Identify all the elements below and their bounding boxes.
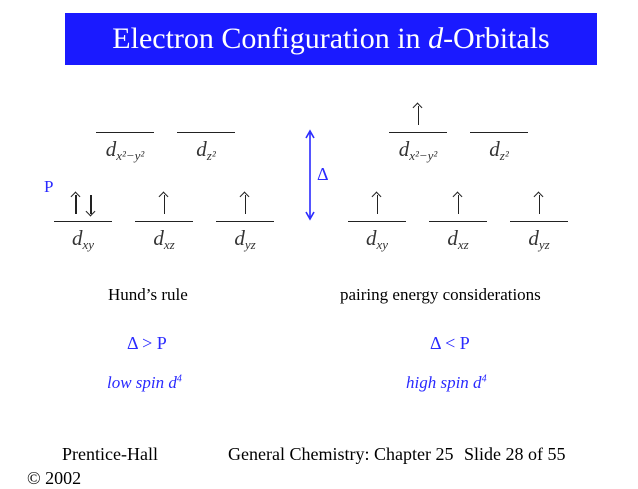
orbital-line xyxy=(54,221,112,222)
orbital-line xyxy=(348,221,406,222)
orbital-label: dx²−y² xyxy=(105,137,145,163)
left-orbital-dx2y2: dx²−y² xyxy=(96,132,154,172)
left-orbital-dxy: dxy xyxy=(54,195,112,261)
orbital-label: dyz xyxy=(528,226,550,252)
spin-down-arrow-icon xyxy=(86,193,95,215)
delta-label: Δ xyxy=(317,164,329,184)
right-orbital-dyz: dyz xyxy=(510,195,568,261)
left-orbital-dxz: dxz xyxy=(135,195,193,261)
right-orbital-dxy: dxy xyxy=(348,195,406,261)
electron xyxy=(389,104,447,126)
right-spin-label: high spin d4 xyxy=(406,373,487,392)
spin-up-arrow-icon xyxy=(241,193,250,215)
orbital-line xyxy=(429,221,487,222)
pairing-energy-label: P xyxy=(44,177,54,196)
orbital-line xyxy=(216,221,274,222)
left-relation: Δ > P xyxy=(127,333,167,353)
left-orbital-dyz: dyz xyxy=(216,195,274,261)
slide-title: Electron Configuration in d-Orbitals xyxy=(112,22,550,55)
orbital-label: dxz xyxy=(153,226,175,252)
orbital-line xyxy=(470,132,528,133)
left-spin-label: low spin d4 xyxy=(107,373,182,392)
orbital-line xyxy=(510,221,568,222)
right-caption: pairing energy considerations xyxy=(340,285,541,304)
electron xyxy=(216,193,274,215)
orbital-line xyxy=(177,132,235,133)
spin-up-arrow-icon xyxy=(373,193,382,215)
right-relation: Δ < P xyxy=(430,333,470,353)
spin-up-arrow-icon xyxy=(414,104,423,126)
footer-course: General Chemistry: Chapter 25 xyxy=(228,444,454,464)
footer-slide-number: Slide 28 of 55 xyxy=(464,444,566,464)
electron xyxy=(348,193,406,215)
orbital-line xyxy=(96,132,154,133)
electron xyxy=(429,193,487,215)
orbital-label: dx²−y² xyxy=(398,137,438,163)
spin-up-arrow-icon xyxy=(454,193,463,215)
right-orbital-dx2y2: dx²−y² xyxy=(389,106,447,172)
energy-gap-arrow-icon xyxy=(305,129,315,221)
orbital-line xyxy=(389,132,447,133)
right-orbital-dxz: dxz xyxy=(429,195,487,261)
spin-up-arrow-icon xyxy=(71,193,80,215)
orbital-label: dyz xyxy=(234,226,256,252)
spin-up-arrow-icon xyxy=(160,193,169,215)
orbital-label: dz² xyxy=(196,137,216,163)
orbital-line xyxy=(135,221,193,222)
spin-up-arrow-icon xyxy=(535,193,544,215)
orbital-label: dz² xyxy=(489,137,509,163)
electron-pair xyxy=(54,193,112,215)
electron xyxy=(510,193,568,215)
electron xyxy=(135,193,193,215)
title-bar: Electron Configuration in d-Orbitals xyxy=(65,13,597,65)
orbital-label: dxy xyxy=(71,226,95,252)
left-caption: Hund’s rule xyxy=(108,285,188,304)
orbital-label: dxy xyxy=(365,226,389,252)
footer-publisher: Prentice-Hall xyxy=(62,444,158,464)
right-orbital-dz2: dz² xyxy=(470,132,528,172)
orbital-label: dxz xyxy=(447,226,469,252)
left-orbital-dz2: dz² xyxy=(177,132,235,172)
